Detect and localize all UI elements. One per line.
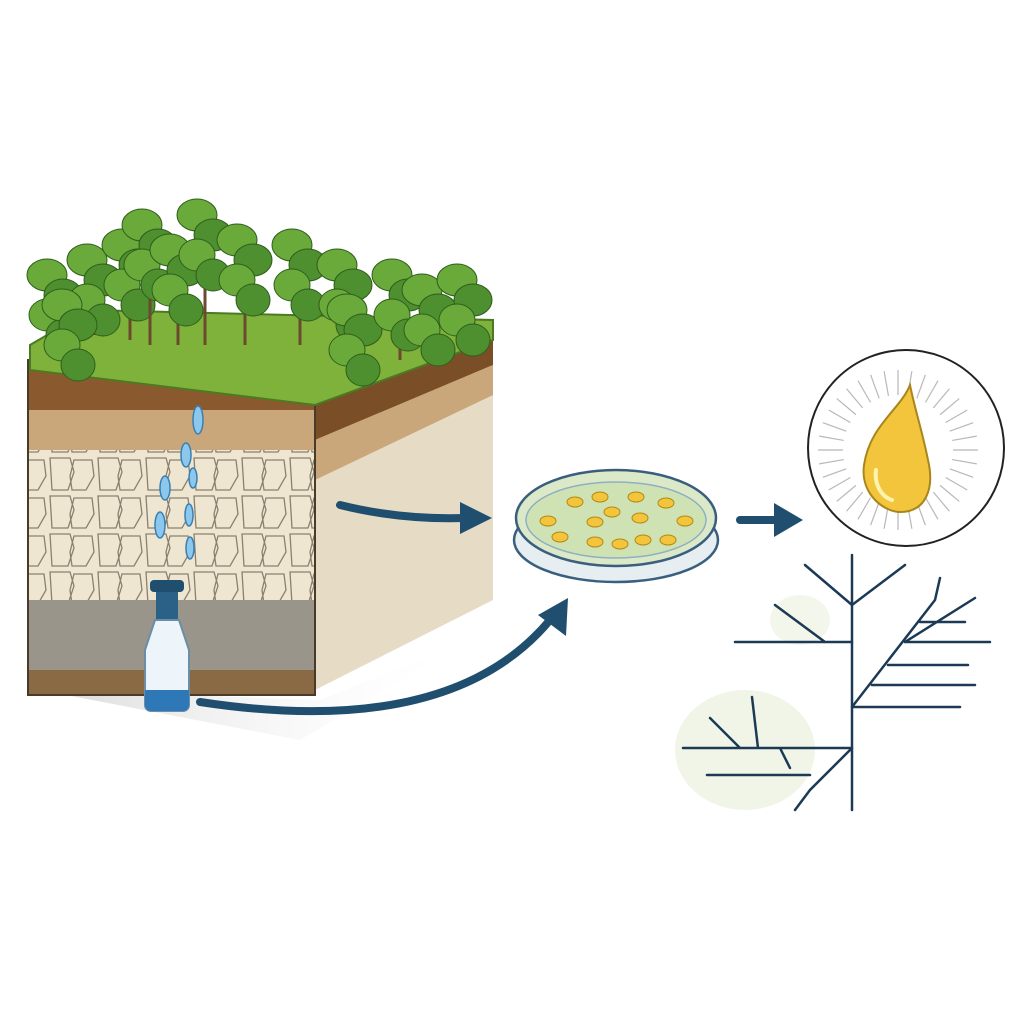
ray — [932, 388, 950, 409]
ray — [939, 484, 960, 502]
yellow-droplet-icon — [807, 349, 1005, 547]
ray — [870, 501, 880, 526]
ray — [822, 468, 847, 478]
colony-icon — [586, 516, 604, 528]
tree-icon — [436, 263, 493, 357]
arrowhead-icon — [538, 598, 568, 636]
arrows — [196, 501, 782, 716]
ray — [819, 435, 844, 442]
ray — [952, 458, 977, 465]
forest-trees — [26, 198, 493, 387]
colony-icon — [611, 538, 629, 550]
ray — [932, 491, 950, 512]
ray — [846, 388, 864, 409]
tree-icon — [41, 288, 98, 382]
colony-icon — [603, 506, 621, 518]
colony-icon — [591, 491, 609, 503]
petri-dish-icon — [512, 468, 720, 584]
colony-icon — [566, 496, 584, 508]
colony-icon — [634, 534, 652, 546]
tree-icon — [216, 223, 273, 345]
ray — [857, 497, 872, 520]
forest-soil-cross-section-icon — [26, 198, 494, 740]
ray — [870, 374, 880, 399]
ray — [945, 476, 968, 491]
ray — [916, 374, 926, 399]
sample-bottle-icon — [144, 580, 190, 712]
ray — [828, 409, 851, 424]
colony-icon — [657, 497, 675, 509]
ray — [949, 422, 974, 432]
tree-icon — [326, 293, 383, 387]
colony-icon — [659, 534, 677, 546]
colony-icon — [586, 536, 604, 548]
colony-icon — [631, 512, 649, 524]
ray — [836, 398, 857, 416]
ray — [883, 371, 890, 396]
colony-icon — [627, 491, 645, 503]
tree-icon — [271, 228, 328, 345]
ray — [945, 409, 968, 424]
arrow-soil-to-dish — [336, 501, 469, 523]
colony-icon — [676, 515, 694, 527]
ray — [836, 484, 857, 502]
arrowhead-icon — [460, 502, 492, 534]
ray — [949, 468, 974, 478]
ray — [939, 398, 960, 416]
ray — [952, 435, 977, 442]
arrowhead-icon — [774, 503, 803, 537]
arrow-sample-to-dish — [196, 616, 554, 716]
water-drops-icon — [154, 405, 204, 560]
ray — [846, 491, 864, 512]
ray — [822, 422, 847, 432]
ray — [857, 380, 872, 403]
tree-icon — [149, 233, 206, 345]
ray — [924, 497, 939, 520]
colony-icon — [551, 531, 569, 543]
ray — [819, 458, 844, 465]
ray — [924, 380, 939, 403]
phylogenetic-tree-icon — [675, 553, 992, 812]
colony-icon — [539, 515, 557, 527]
ray — [828, 476, 851, 491]
